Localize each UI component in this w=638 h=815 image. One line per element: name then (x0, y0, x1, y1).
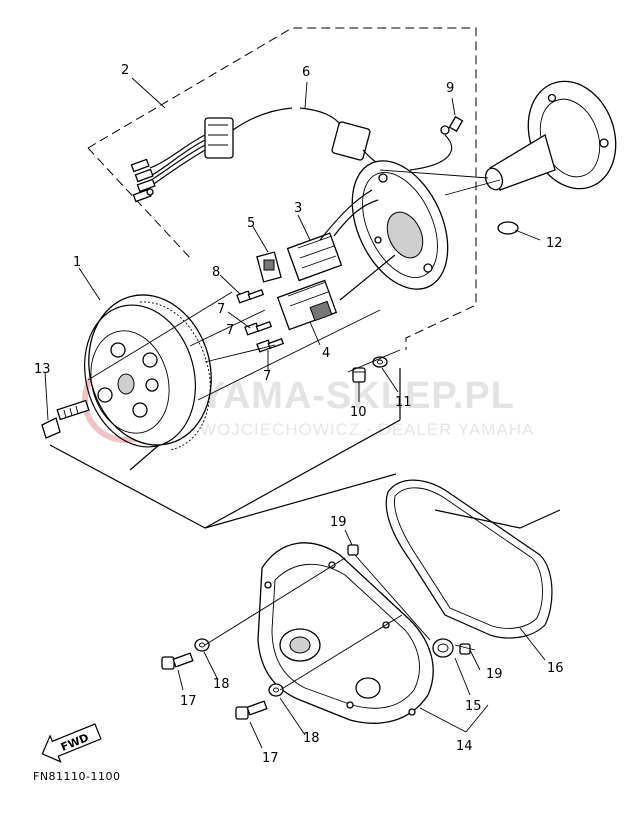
cover-gasket-inner (394, 487, 543, 629)
callout-5: 5 (247, 216, 255, 231)
callout-13: 13 (34, 362, 51, 377)
callout-10: 10 (350, 405, 367, 420)
callout-15: 15 (465, 699, 482, 714)
fwd-arrow-icon: FWD (41, 723, 102, 763)
watermark-sub-text: WOJCIECHOWICZ - DEALER YAMAHA (200, 420, 534, 439)
dowel-pin-15 (432, 638, 454, 658)
callout-14: 14 (456, 739, 473, 754)
callout-16: 16 (547, 661, 564, 676)
cover-gasket (385, 479, 553, 639)
callout-12: 12 (546, 236, 563, 251)
screw-9 (440, 115, 464, 135)
ring-gear-teeth (139, 301, 211, 451)
callout-8: 8 (212, 265, 220, 280)
bolt-17-upper (161, 652, 194, 670)
callout-6: 6 (302, 65, 310, 80)
screw-7-upper (244, 320, 273, 336)
callout-17-b: 17 (262, 751, 279, 766)
flywheel-bolt-13 (41, 399, 90, 439)
wire-coupler-left (204, 117, 234, 159)
callout-11: 11 (395, 395, 412, 410)
screw-10 (352, 367, 366, 383)
woodruff-key-12 (497, 221, 519, 235)
wire-coupler-right (331, 121, 371, 161)
figure-code: FN81110-1100 (33, 770, 121, 783)
wire-terminals (130, 158, 156, 203)
screw-7-lower (256, 337, 285, 353)
callout-2: 2 (121, 63, 129, 78)
dowel-pin-19-top (347, 544, 359, 556)
callout-18-a: 18 (213, 677, 230, 692)
callout-3: 3 (294, 201, 302, 216)
washer-18-upper (194, 638, 210, 652)
pickup-wire (409, 134, 453, 171)
pickup-coil-5 (256, 251, 282, 283)
cover-group-outline (204, 473, 561, 529)
callout-7-c: 7 (263, 369, 271, 384)
callout-17-a: 17 (180, 694, 197, 709)
dowel-pin-19-right (459, 643, 471, 655)
lighting-coil-4 (276, 279, 338, 331)
callout-18-b: 18 (303, 731, 320, 746)
fwd-label: FWD (59, 731, 91, 754)
assembly-group-outline (87, 27, 477, 350)
coil-wires (319, 189, 396, 301)
lead-wire-harness (130, 107, 391, 203)
callout-labels: 1 2 3 4 5 6 7 7 7 8 9 10 11 12 13 14 15 … (34, 63, 564, 766)
washer-18-lower (268, 683, 284, 697)
charge-coil-3 (286, 232, 343, 282)
screw-8 (236, 288, 265, 304)
callout-1: 1 (73, 255, 81, 270)
callout-7-a: 7 (217, 302, 225, 317)
callout-4: 4 (322, 346, 330, 361)
callout-7-b: 7 (226, 323, 234, 338)
callout-9: 9 (446, 81, 454, 96)
bolt-17-lower (235, 700, 268, 720)
stator-base-plate (351, 160, 449, 290)
rotor-hub (484, 80, 617, 191)
crankcase-cover (257, 542, 434, 724)
callout-19-b: 19 (486, 667, 503, 682)
alignment-lines (87, 169, 501, 691)
leader-lines (44, 77, 546, 749)
flywheel-rotor (84, 294, 212, 451)
assembly-group-outline-left (87, 147, 193, 261)
callout-19-a: 19 (330, 515, 347, 530)
